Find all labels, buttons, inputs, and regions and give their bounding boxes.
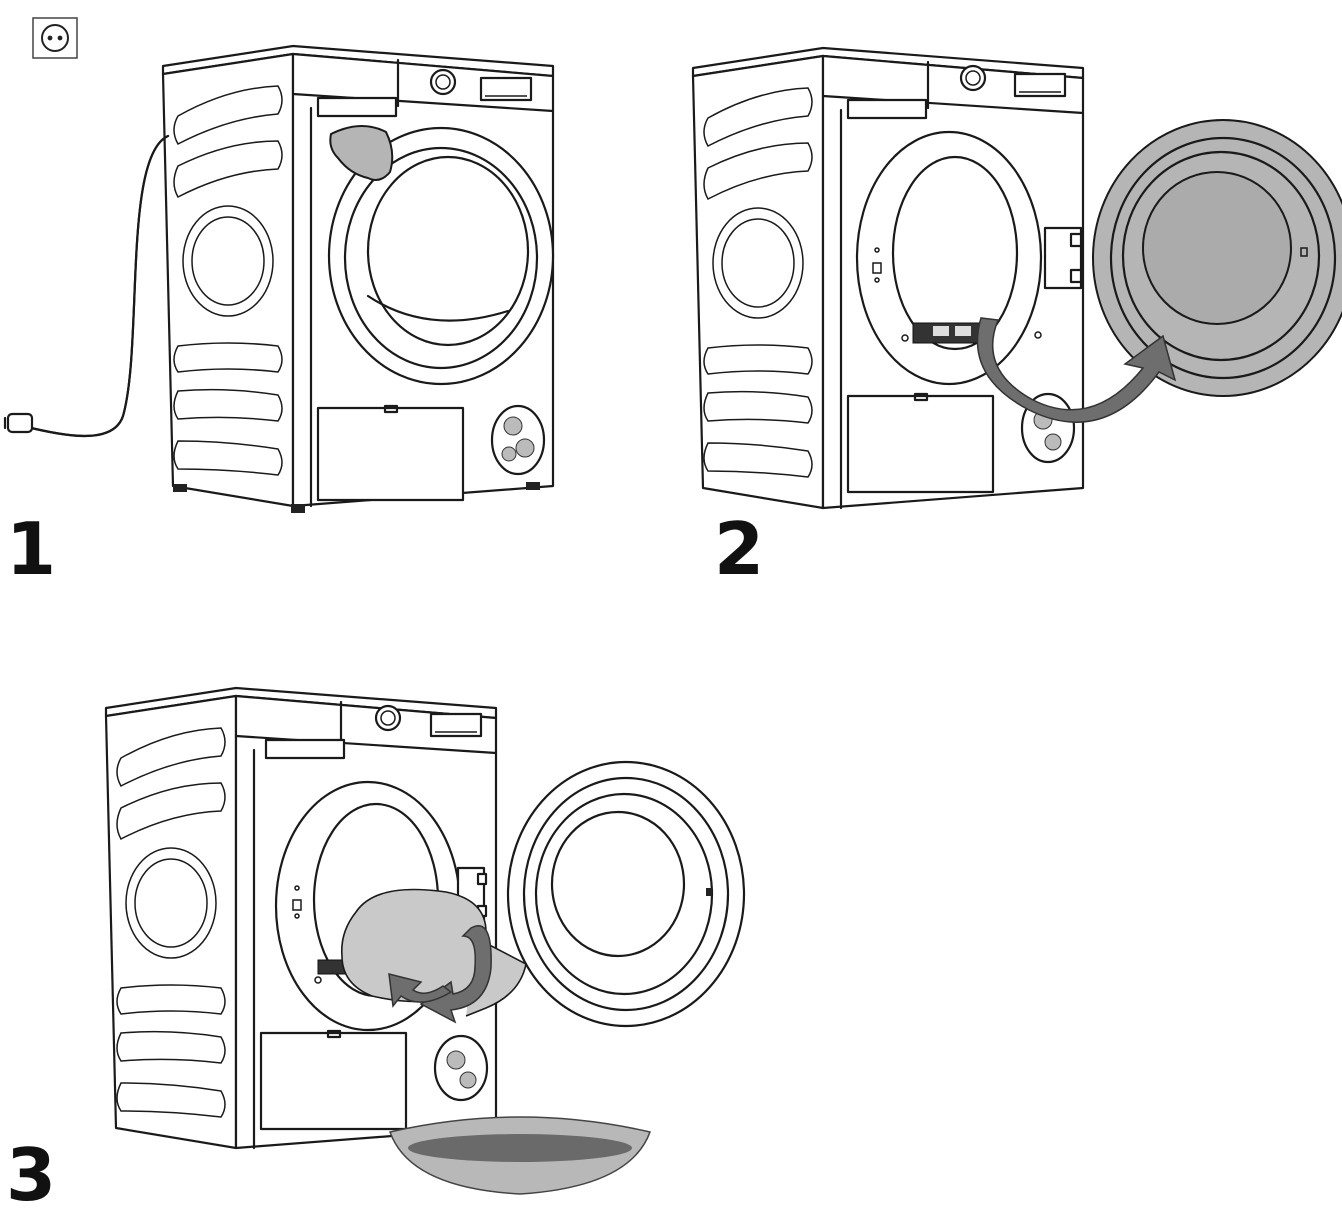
step-3-illustration: [104, 686, 746, 1150]
water-bowl: [389, 1116, 651, 1195]
step-2-illustration: [691, 46, 1342, 510]
power-plug: [3, 412, 34, 434]
step-number-2: 2: [714, 507, 764, 591]
step-number-3: 3: [6, 1133, 56, 1212]
step-number-1: 1: [6, 507, 56, 591]
step-1-illustration: [3, 44, 555, 513]
curved-arrow-icon: [976, 317, 1177, 423]
hand-icon: [329, 125, 394, 181]
power-socket-icon: [32, 17, 78, 59]
